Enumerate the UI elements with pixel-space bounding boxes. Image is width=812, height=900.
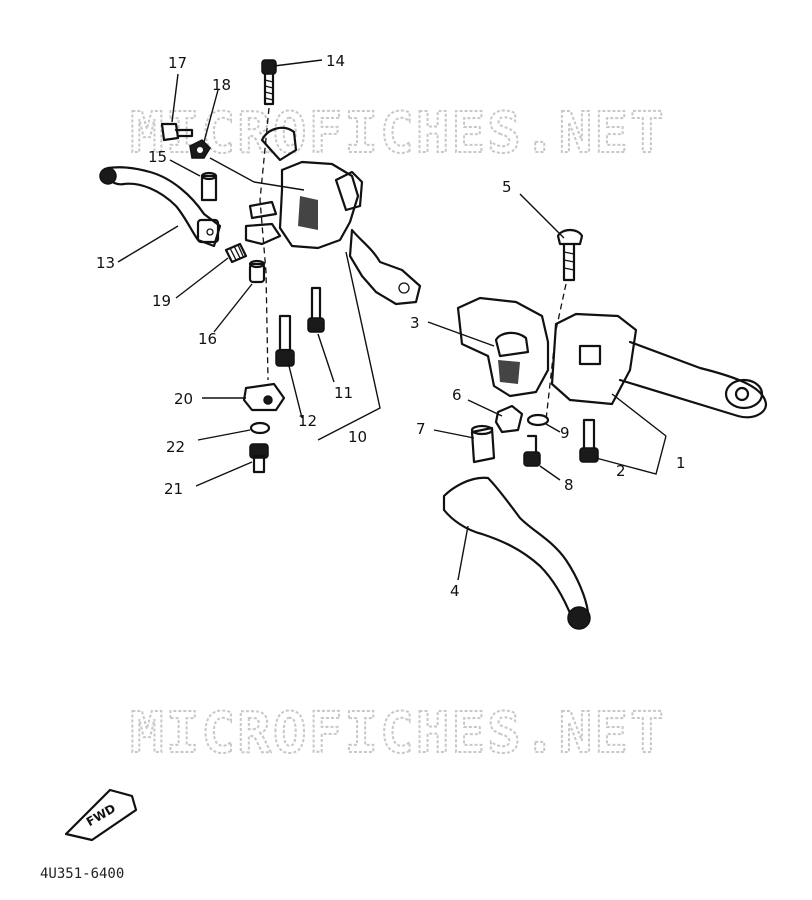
callout-1: 1 bbox=[676, 454, 686, 472]
watermark-top: MICROFICHES.NET bbox=[130, 101, 666, 166]
fwd-arrow-icon: FWD bbox=[64, 788, 138, 842]
callout-13: 13 bbox=[96, 254, 115, 272]
callout-9: 9 bbox=[560, 424, 570, 442]
callout-17: 17 bbox=[168, 54, 187, 72]
callout-8: 8 bbox=[564, 476, 574, 494]
callout-3: 3 bbox=[410, 314, 420, 332]
left-clutch-assembly bbox=[99, 59, 422, 474]
callout-14: 14 bbox=[326, 52, 345, 70]
callout-11: 11 bbox=[334, 384, 353, 402]
callout-12: 12 bbox=[298, 412, 317, 430]
callout-15: 15 bbox=[148, 148, 167, 166]
callout-16: 16 bbox=[198, 330, 217, 348]
diagram-code: 4U351-6400 bbox=[40, 866, 124, 882]
callout-2: 2 bbox=[616, 462, 626, 480]
callout-18: 18 bbox=[212, 76, 231, 94]
callout-5: 5 bbox=[502, 178, 512, 196]
callout-20: 20 bbox=[174, 390, 193, 408]
right-brake-assembly bbox=[442, 228, 768, 630]
callout-4: 4 bbox=[450, 582, 460, 600]
callout-21: 21 bbox=[164, 480, 183, 498]
watermark-bottom: MICROFICHES.NET bbox=[130, 701, 666, 766]
callout-19: 19 bbox=[152, 292, 171, 310]
callout-6: 6 bbox=[452, 386, 462, 404]
callout-22: 22 bbox=[166, 438, 185, 456]
callout-7: 7 bbox=[416, 420, 426, 438]
callout-10: 10 bbox=[348, 428, 367, 446]
leader-lines bbox=[117, 59, 667, 581]
callout-labels: 1 2 3 4 5 6 7 8 9 10 11 12 13 14 15 16 1… bbox=[96, 52, 686, 600]
